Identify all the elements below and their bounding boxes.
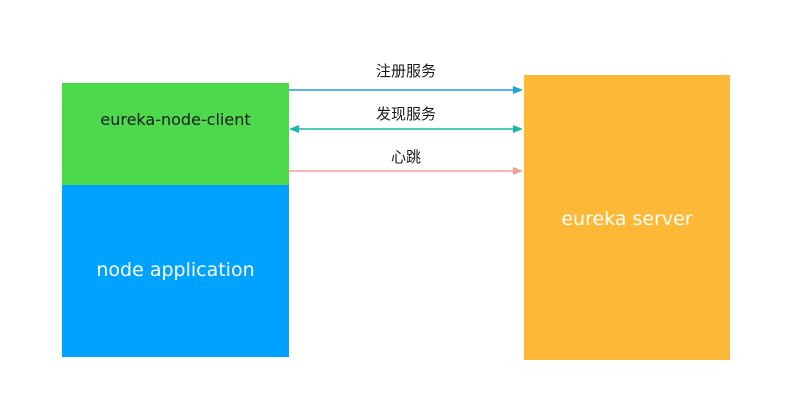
- discover-service-label: 发现服务: [375, 105, 436, 123]
- discover-arrow-head-left: [289, 125, 299, 133]
- node-application-box: node application: [62, 185, 289, 357]
- eureka-server-box: eureka server: [524, 75, 730, 360]
- eureka-server-label: eureka server: [561, 207, 693, 230]
- register-arrow-head: [513, 86, 523, 94]
- register-service-label: 注册服务: [375, 62, 436, 80]
- node-application-label: node application: [96, 258, 255, 281]
- eureka-node-client-label: eureka-node-client: [100, 110, 251, 129]
- heartbeat-label: 心跳: [390, 148, 421, 166]
- heartbeat-arrow-head: [513, 167, 523, 175]
- discover-arrow-head-right: [513, 125, 523, 133]
